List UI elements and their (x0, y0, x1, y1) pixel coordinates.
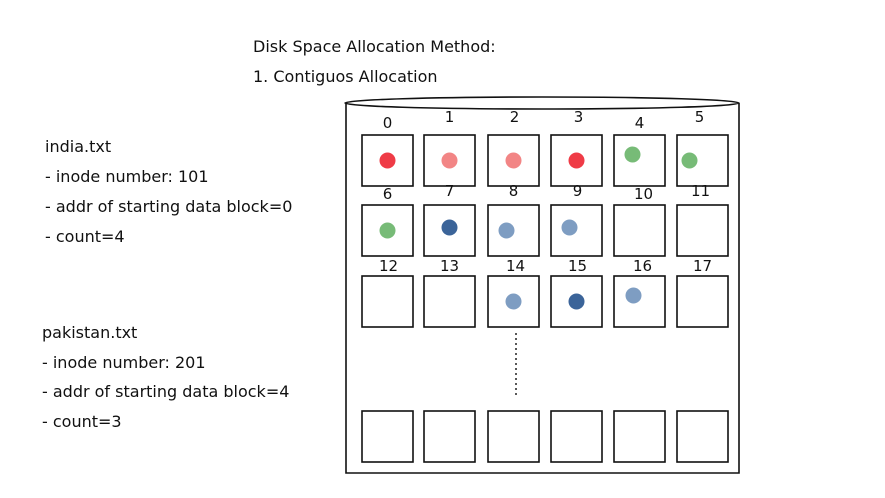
block-number: 0 (383, 114, 393, 132)
block-box (676, 410, 729, 463)
disk-block: 7 (423, 182, 476, 257)
disk-body (345, 103, 740, 474)
block-number: 7 (445, 182, 455, 200)
file-count: - count=3 (42, 412, 122, 431)
block-number: 15 (568, 257, 587, 275)
disk-block: 15 (550, 257, 603, 328)
bottom-block-row (361, 410, 729, 463)
disk-block: 13 (423, 257, 476, 328)
block-box (613, 204, 666, 257)
block-number: 8 (509, 182, 519, 200)
file-inode: - inode number: 101 (45, 167, 209, 186)
block-box (613, 275, 666, 328)
block-number: 10 (634, 185, 653, 203)
disk-block: 12 (361, 257, 414, 328)
block-box (487, 410, 540, 463)
disk-block: 10 (613, 185, 666, 257)
block-number: 3 (574, 108, 584, 126)
block-box (361, 410, 414, 463)
data-dot (568, 293, 585, 310)
data-dot (498, 222, 515, 239)
disk-block: 6 (361, 185, 414, 257)
block-number: 1 (445, 108, 455, 126)
disk-block: 1 (423, 108, 476, 187)
block-box (613, 134, 666, 187)
data-dot (561, 219, 578, 236)
data-dot (379, 152, 396, 169)
block-box (361, 134, 414, 187)
disk-block: 4 (613, 114, 666, 187)
file-name: india.txt (45, 137, 112, 156)
block-number: 14 (506, 257, 525, 275)
data-dot (505, 152, 522, 169)
block-number: 11 (691, 182, 710, 200)
title-line-2: 1. Contiguos Allocation (253, 67, 438, 86)
data-dot (379, 222, 396, 239)
file-name: pakistan.txt (42, 323, 138, 342)
disk-block: 0 (361, 114, 414, 187)
file-inode: - inode number: 201 (42, 353, 206, 372)
block-number: 6 (383, 185, 393, 203)
data-dot (568, 152, 585, 169)
block-box (613, 410, 666, 463)
block-box (423, 275, 476, 328)
block-number: 12 (379, 257, 398, 275)
disk-block: 17 (676, 257, 729, 328)
block-box (550, 410, 603, 463)
block-box (423, 410, 476, 463)
block-number: 2 (510, 108, 520, 126)
file-start-addr: - addr of starting data block=4 (42, 382, 290, 401)
block-number: 13 (440, 257, 459, 275)
disk-block: 14 (487, 257, 540, 328)
disk-top-ellipse (344, 96, 740, 110)
block-number: 17 (693, 257, 712, 275)
block-number: 4 (635, 114, 645, 132)
file-count: - count=4 (45, 227, 125, 246)
block-box (676, 204, 729, 257)
block-box (361, 275, 414, 328)
block-number: 16 (633, 257, 652, 275)
disk-block: 5 (676, 108, 729, 187)
block-number: 9 (573, 182, 583, 200)
data-dot (625, 287, 642, 304)
disk-block: 2 (487, 108, 540, 187)
disk-block: 11 (676, 182, 729, 257)
data-dot (505, 293, 522, 310)
disk-block: 3 (550, 108, 603, 187)
disk-cylinder (344, 96, 740, 474)
data-dot (441, 152, 458, 169)
block-number: 5 (695, 108, 705, 126)
data-dot (441, 219, 458, 236)
title-line-1: Disk Space Allocation Method: (253, 37, 496, 56)
data-dot (624, 146, 641, 163)
block-box (676, 275, 729, 328)
disk-block: 16 (613, 257, 666, 328)
file-start-addr: - addr of starting data block=0 (45, 197, 293, 216)
disk-block: 9 (550, 182, 603, 257)
disk-block: 8 (487, 182, 540, 257)
data-dot (681, 152, 698, 169)
